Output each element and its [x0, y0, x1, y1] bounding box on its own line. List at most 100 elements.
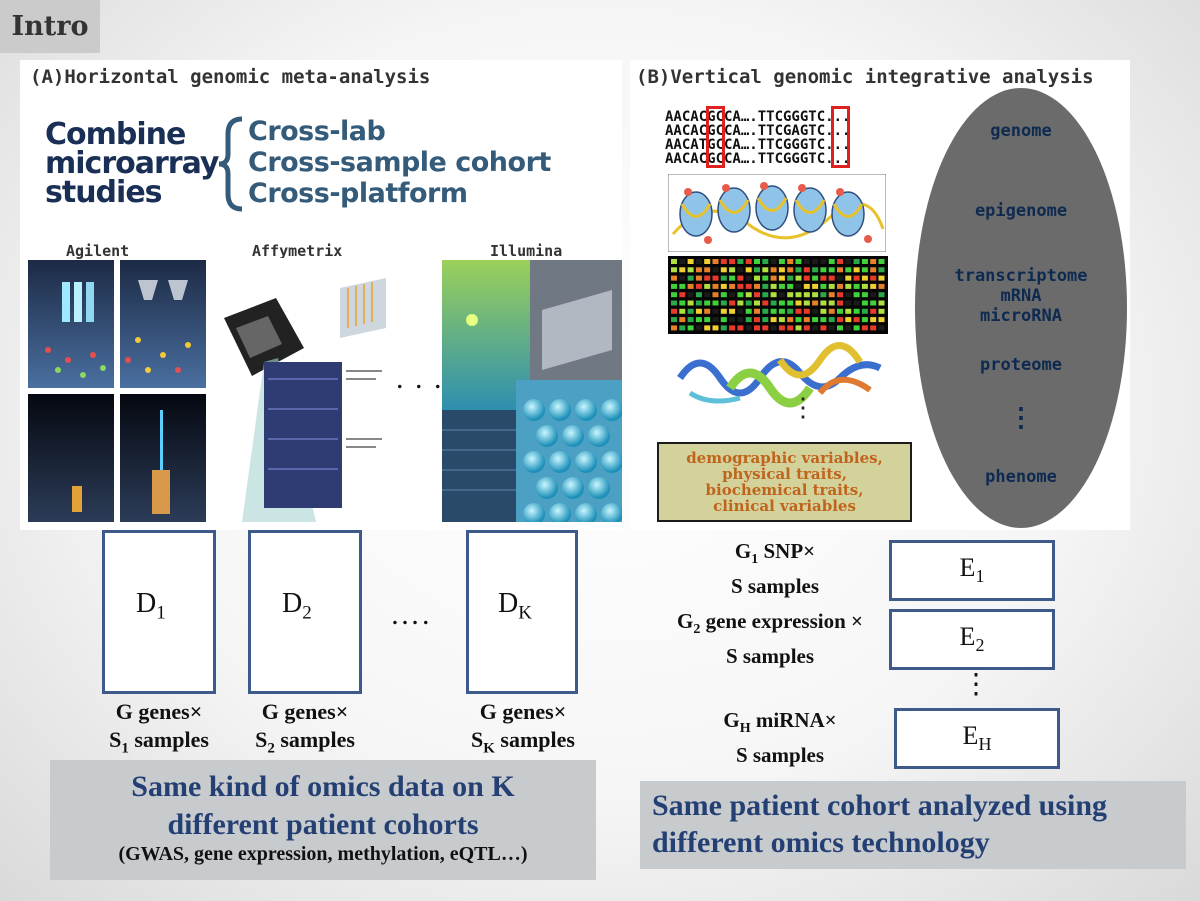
heatmap-spot — [837, 325, 843, 331]
dims-line: S2 samples — [255, 727, 355, 757]
heatmap-spot — [787, 292, 794, 298]
heatmap-spot — [861, 317, 868, 323]
omics-label-eh: EH — [962, 721, 992, 755]
heatmap-spot — [687, 292, 694, 298]
phenotype-traits-box: demographic variables, physical traits, … — [657, 442, 912, 522]
illumina-microarray-image — [442, 260, 622, 522]
heatmap-spot — [870, 292, 877, 298]
summary-box-horizontal: Same kind of omics data on K different p… — [50, 760, 596, 880]
heatmap-spot — [737, 317, 744, 323]
heatmap-spot — [778, 267, 785, 273]
heatmap-spot — [845, 259, 852, 264]
heatmap-spot — [861, 275, 868, 281]
heatmap-spot — [729, 300, 736, 306]
heatmap-spot — [795, 259, 802, 264]
omics-dims-eh: GH miRNA× S samples — [705, 707, 855, 769]
omics-vertical-dots: ⋮ — [962, 669, 990, 700]
heatmap-spot — [845, 317, 852, 323]
heatmap-spot — [679, 275, 686, 281]
heatmap-spot — [853, 275, 860, 281]
omics-label-e1: E1 — [959, 553, 985, 587]
combine-studies-label: Combine microarray studies — [45, 120, 219, 208]
dataset-label-d2: D2 — [282, 588, 312, 624]
dataset-dims-d2: G genes× S2 samples — [230, 698, 380, 762]
heatmap-spots — [671, 259, 885, 331]
heatmap-spot — [878, 308, 885, 314]
heatmap-spot — [695, 308, 702, 314]
summary-line: different omics technology — [652, 826, 990, 859]
expression-array-image — [668, 256, 888, 334]
heatmap-spot — [853, 300, 860, 306]
heatmap-spot — [795, 292, 802, 298]
heatmap-spot — [812, 308, 819, 314]
heatmap-spot — [720, 308, 727, 314]
heatmap-spot — [737, 259, 744, 264]
heatmap-spot — [770, 259, 777, 264]
dims-line: S samples — [730, 574, 820, 599]
combine-line: microarray — [45, 146, 219, 181]
heatmap-spot — [754, 292, 760, 298]
heatmap-spot — [820, 275, 827, 281]
heatmap-spot — [687, 300, 694, 306]
heatmap-spot — [695, 292, 702, 298]
heatmap-spot — [803, 275, 810, 281]
heatmap-spot — [845, 300, 852, 306]
heatmap-spot — [762, 300, 769, 306]
heatmap-spot — [770, 275, 777, 281]
dataset-label-d1: D1 — [136, 588, 166, 624]
heatmap-spot — [687, 275, 694, 281]
heatmap-spot — [679, 308, 686, 314]
heatmap-spot — [795, 275, 802, 281]
heatmap-spot — [770, 292, 777, 298]
heatmap-spot — [828, 308, 835, 314]
heatmap-spot — [870, 300, 877, 306]
heatmap-spot — [878, 267, 885, 273]
heatmap-spot — [712, 267, 719, 273]
heatmap-spot — [754, 267, 760, 273]
heatmap-spot — [695, 283, 702, 289]
horizontal-meta-analysis-panel: (A)Horizontal genomic meta-analysis Comb… — [20, 60, 622, 530]
dims-line: SK samples — [471, 727, 575, 757]
omics-dims-e2: G2 gene expression × S samples — [652, 608, 888, 670]
heatmap-spot — [837, 259, 843, 264]
trait-line: clinical variables — [713, 497, 856, 515]
heatmap-spot — [820, 259, 827, 264]
heatmap-spot — [812, 317, 819, 323]
heatmap-spot — [812, 275, 819, 281]
heatmap-spot — [803, 259, 810, 264]
heatmap-spot — [853, 325, 860, 331]
dims-line: S1 samples — [109, 727, 209, 757]
heatmap-spot — [712, 283, 719, 289]
dims-line: G genes× — [261, 699, 349, 724]
heatmap-spot — [778, 283, 785, 289]
heatmap-spot — [729, 267, 736, 273]
heatmap-spot — [812, 267, 819, 273]
heatmap-spot — [812, 283, 819, 289]
heatmap-spot — [679, 325, 686, 331]
heatmap-spot — [754, 275, 760, 281]
summary-line: Same kind of omics data on K — [131, 770, 515, 803]
heatmap-spot — [803, 292, 810, 298]
heatmap-spot — [820, 317, 827, 323]
heatmap-spot — [671, 308, 677, 314]
heatmap-spot — [845, 267, 852, 273]
summary-line: different patient cohorts — [167, 808, 479, 841]
heatmap-spot — [828, 267, 835, 273]
dims-line: G genes× — [479, 699, 567, 724]
panel-b-title: (B)Vertical genomic integrative analysis — [636, 66, 1094, 88]
intro-tab: Intro — [0, 0, 100, 53]
heatmap-spot — [720, 317, 727, 323]
heatmap-spot — [820, 325, 827, 331]
omics-box-eh: EH — [894, 708, 1060, 769]
heatmap-spot — [720, 325, 727, 331]
heatmap-spot — [712, 325, 719, 331]
heatmap-spot — [762, 283, 769, 289]
heatmap-spot — [845, 283, 852, 289]
heatmap-spot — [870, 317, 877, 323]
heatmap-spot — [671, 300, 677, 306]
heatmap-spot — [729, 325, 736, 331]
omics-dims-e1: G1 SNP× S samples — [700, 538, 850, 600]
heatmap-spot — [795, 283, 802, 289]
panel-a-title: (A)Horizontal genomic meta-analysis — [30, 66, 431, 88]
trait-line: biochemical traits, — [705, 481, 864, 499]
